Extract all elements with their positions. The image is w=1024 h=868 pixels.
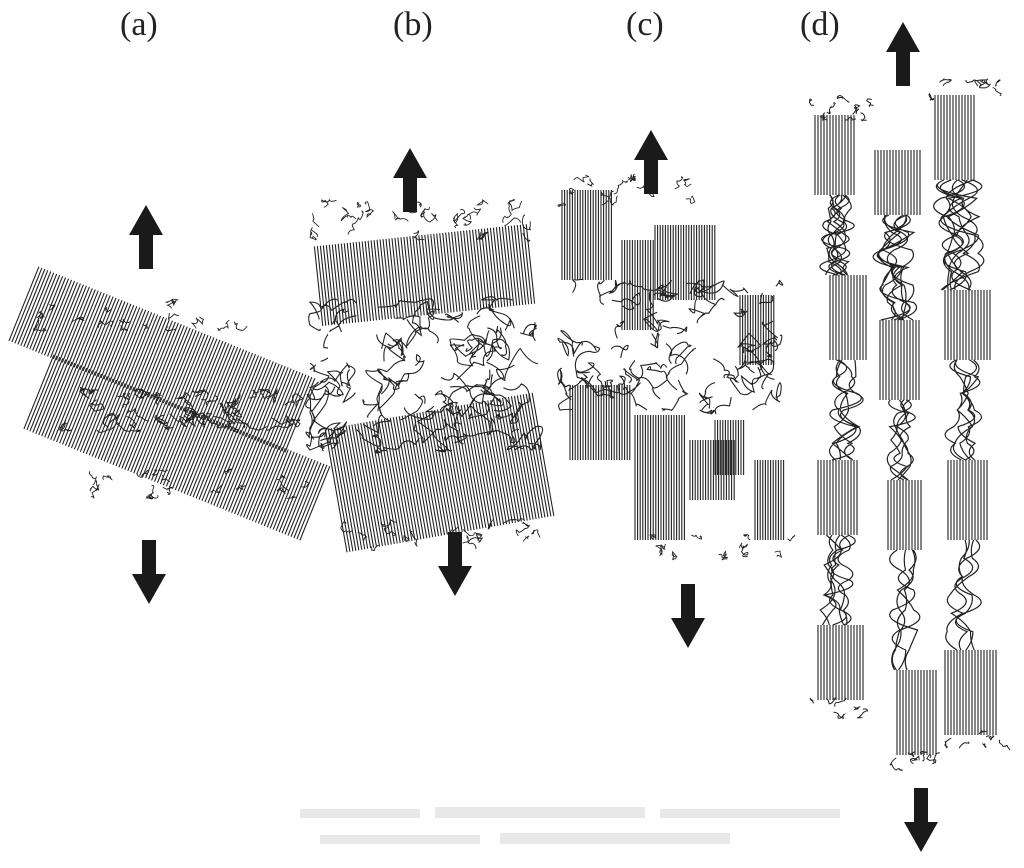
amorphous-chains <box>809 696 869 719</box>
tie-chain-bundle <box>944 359 982 461</box>
crystal-stripes <box>23 354 331 541</box>
amorphous-chains <box>32 298 248 332</box>
panel-d-fibril-blocks <box>814 95 997 755</box>
amorphous-chains <box>59 387 303 433</box>
crystal-stripes <box>569 385 631 460</box>
up-arrow-icon <box>634 130 668 194</box>
panel-a-diagram <box>8 205 331 604</box>
panel-a-lamellae <box>8 266 331 541</box>
crystal-stripes <box>754 460 785 540</box>
lamella-block <box>23 354 331 541</box>
crystal-stripes <box>634 415 685 540</box>
tie-chain-bundle <box>886 399 916 481</box>
lamella-block <box>324 392 555 553</box>
down-arrow-icon <box>671 584 705 648</box>
crystal-stripes <box>739 295 775 365</box>
crystal-stripes <box>887 480 922 550</box>
crystal-stripes <box>944 650 997 735</box>
amorphous-chains <box>649 534 796 561</box>
amorphous-chains <box>889 750 940 771</box>
amorphous-chains <box>557 173 695 207</box>
crystal-stripes <box>817 625 864 700</box>
lamella-block <box>8 266 316 453</box>
down-arrow-icon <box>904 788 938 852</box>
up-arrow-icon <box>886 22 920 86</box>
crystal-stripes <box>947 460 988 540</box>
crystal-stripes <box>817 460 858 535</box>
crystal-stripes <box>654 225 716 300</box>
amorphous-chains <box>557 278 784 415</box>
crystal-stripes <box>879 320 920 400</box>
lamella-block <box>313 224 536 327</box>
panel-b-lamellae <box>313 224 555 553</box>
crystal-stripes <box>829 275 867 360</box>
panel-c-diagram <box>557 130 796 648</box>
crystal-stripes <box>714 420 745 475</box>
panel-label-d: (d) <box>800 6 840 43</box>
amorphous-chains <box>944 730 1011 751</box>
faded-caption-smudge <box>300 807 840 844</box>
panel-label-a: (a) <box>120 6 158 43</box>
panel-a-amorphous-layer <box>32 298 310 500</box>
tie-chain-bundle <box>933 179 985 291</box>
amorphous-chains <box>928 78 1002 101</box>
up-arrow-icon <box>393 148 427 212</box>
crystal-stripes <box>313 224 536 327</box>
amorphous-chains <box>88 468 310 500</box>
panel-label-b: (b) <box>393 6 433 43</box>
tie-chain-bundle <box>819 534 856 626</box>
crystal-stripes <box>324 392 555 553</box>
tie-chain-bundle <box>872 214 918 321</box>
panel-label-c: (c) <box>626 6 664 43</box>
tie-chain-bundle <box>889 549 921 671</box>
tie-chain-bundle <box>819 194 855 276</box>
crystal-stripes <box>896 670 937 755</box>
crystal-stripes <box>8 266 316 453</box>
panel-c-amorphous-chains <box>557 173 796 561</box>
crystal-stripes <box>874 150 921 215</box>
amorphous-chains <box>309 198 532 243</box>
amorphous-chains <box>305 296 544 454</box>
crystal-stripes <box>814 115 855 195</box>
panel-c-crystal-blocks <box>561 190 785 540</box>
panel-d-diagram <box>808 22 1011 852</box>
crystal-stripes <box>934 95 975 180</box>
down-arrow-icon <box>132 540 166 604</box>
panel-d-tie-chains <box>808 78 1011 771</box>
crystal-stripes <box>689 440 735 500</box>
tie-chain-bundle <box>945 539 982 651</box>
up-arrow-icon <box>129 205 163 269</box>
crystal-stripes <box>944 290 991 360</box>
panel-b-void <box>328 332 366 362</box>
crystal-stripes <box>561 190 612 280</box>
tie-chain-bundle <box>828 359 864 461</box>
amorphous-chains <box>808 95 874 122</box>
panel-b-diagram <box>305 148 555 596</box>
